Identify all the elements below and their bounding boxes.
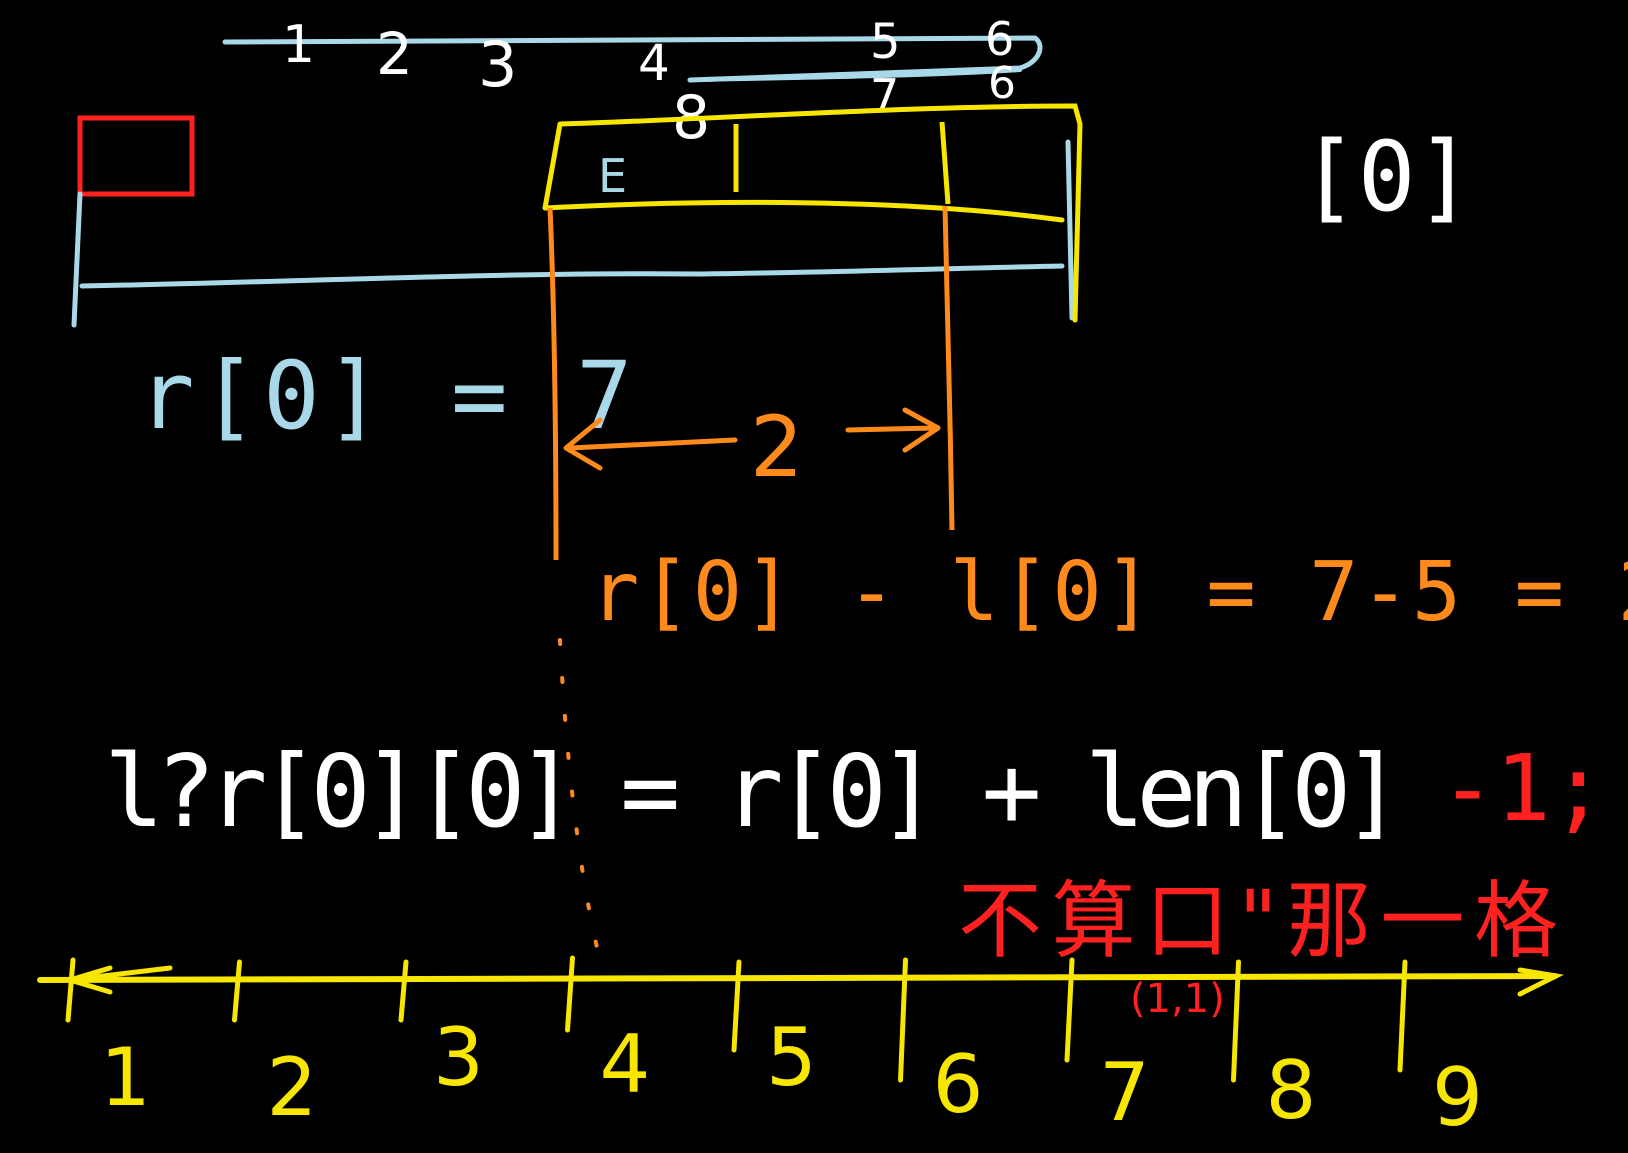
tick-mark-8 bbox=[1231, 959, 1241, 1083]
top-blue-line bbox=[222, 35, 1043, 83]
top-number-4: 4 bbox=[638, 34, 670, 92]
top-number-3: 3 bbox=[478, 28, 517, 101]
red-square bbox=[77, 115, 195, 197]
tick-mark-6 bbox=[898, 957, 908, 1083]
equation-blue: r[0] = 7 bbox=[138, 342, 639, 451]
below-number-7: 7 bbox=[870, 69, 899, 123]
tick-label-9: 9 bbox=[1432, 1051, 1483, 1144]
top-blue-line-lower bbox=[688, 68, 1022, 82]
red-small-label: (1,1) bbox=[1130, 976, 1225, 1022]
top-sequence: 1 2 3 4 5 6 8 7 6 bbox=[222, 12, 1043, 153]
orange-line-right bbox=[942, 205, 955, 531]
equation-white-suffix: -1; bbox=[1440, 735, 1606, 842]
tick-label-5: 5 bbox=[766, 1011, 817, 1104]
top-number-5: 5 bbox=[870, 14, 901, 70]
tick-mark-3 bbox=[398, 959, 409, 1023]
top-number-6: 6 bbox=[985, 12, 1014, 66]
tick-label-4: 4 bbox=[600, 1018, 651, 1111]
tick-label-3: 3 bbox=[433, 1011, 484, 1104]
top-number-2: 2 bbox=[376, 20, 413, 88]
tick-mark-2 bbox=[232, 959, 242, 1023]
tick-label-8: 8 bbox=[1266, 1044, 1317, 1137]
yellow-box: E bbox=[542, 103, 1083, 323]
span-label: 2 bbox=[750, 398, 803, 496]
orange-span: 2 bbox=[547, 205, 955, 561]
tick-label-1: 1 bbox=[100, 1031, 151, 1124]
number-line-axis bbox=[37, 973, 1558, 983]
tick-mark-1 bbox=[65, 957, 76, 1023]
number-line-arrow-right bbox=[1517, 967, 1564, 997]
equation-white: l?r[0][0] = r[0] + len[0] bbox=[104, 733, 1404, 850]
corner-label: [0] bbox=[1300, 121, 1473, 233]
orange-line-left bbox=[547, 207, 559, 561]
tick-label-2: 2 bbox=[267, 1041, 318, 1134]
box-label-e: E bbox=[598, 149, 627, 203]
yellow-box-outline bbox=[542, 103, 1083, 323]
below-number-6: 6 bbox=[988, 58, 1016, 109]
tick-mark-7 bbox=[1064, 957, 1075, 1063]
number-line: 1 2 3 4 5 6 7 8 9 (1,1) bbox=[37, 955, 1564, 1144]
top-number-1: 1 bbox=[282, 15, 315, 75]
span-arrow-left bbox=[563, 417, 738, 471]
equation-orange: r[0] - l[0] = 7-5 = 2 bbox=[590, 545, 1628, 640]
yellow-box-divider-2 bbox=[939, 121, 951, 205]
blue-frame bbox=[71, 139, 1075, 328]
tick-mark-4 bbox=[565, 955, 575, 1033]
tick-label-6: 6 bbox=[933, 1038, 984, 1131]
number-line-ticks: 1 2 3 4 5 6 7 8 9 bbox=[65, 955, 1483, 1144]
red-note: 不算口"那一格 bbox=[958, 872, 1558, 970]
tick-label-7: 7 bbox=[1099, 1046, 1150, 1139]
span-arrow-right bbox=[845, 407, 941, 453]
tick-mark-9 bbox=[1397, 959, 1408, 1073]
tick-mark-5 bbox=[731, 959, 742, 1053]
